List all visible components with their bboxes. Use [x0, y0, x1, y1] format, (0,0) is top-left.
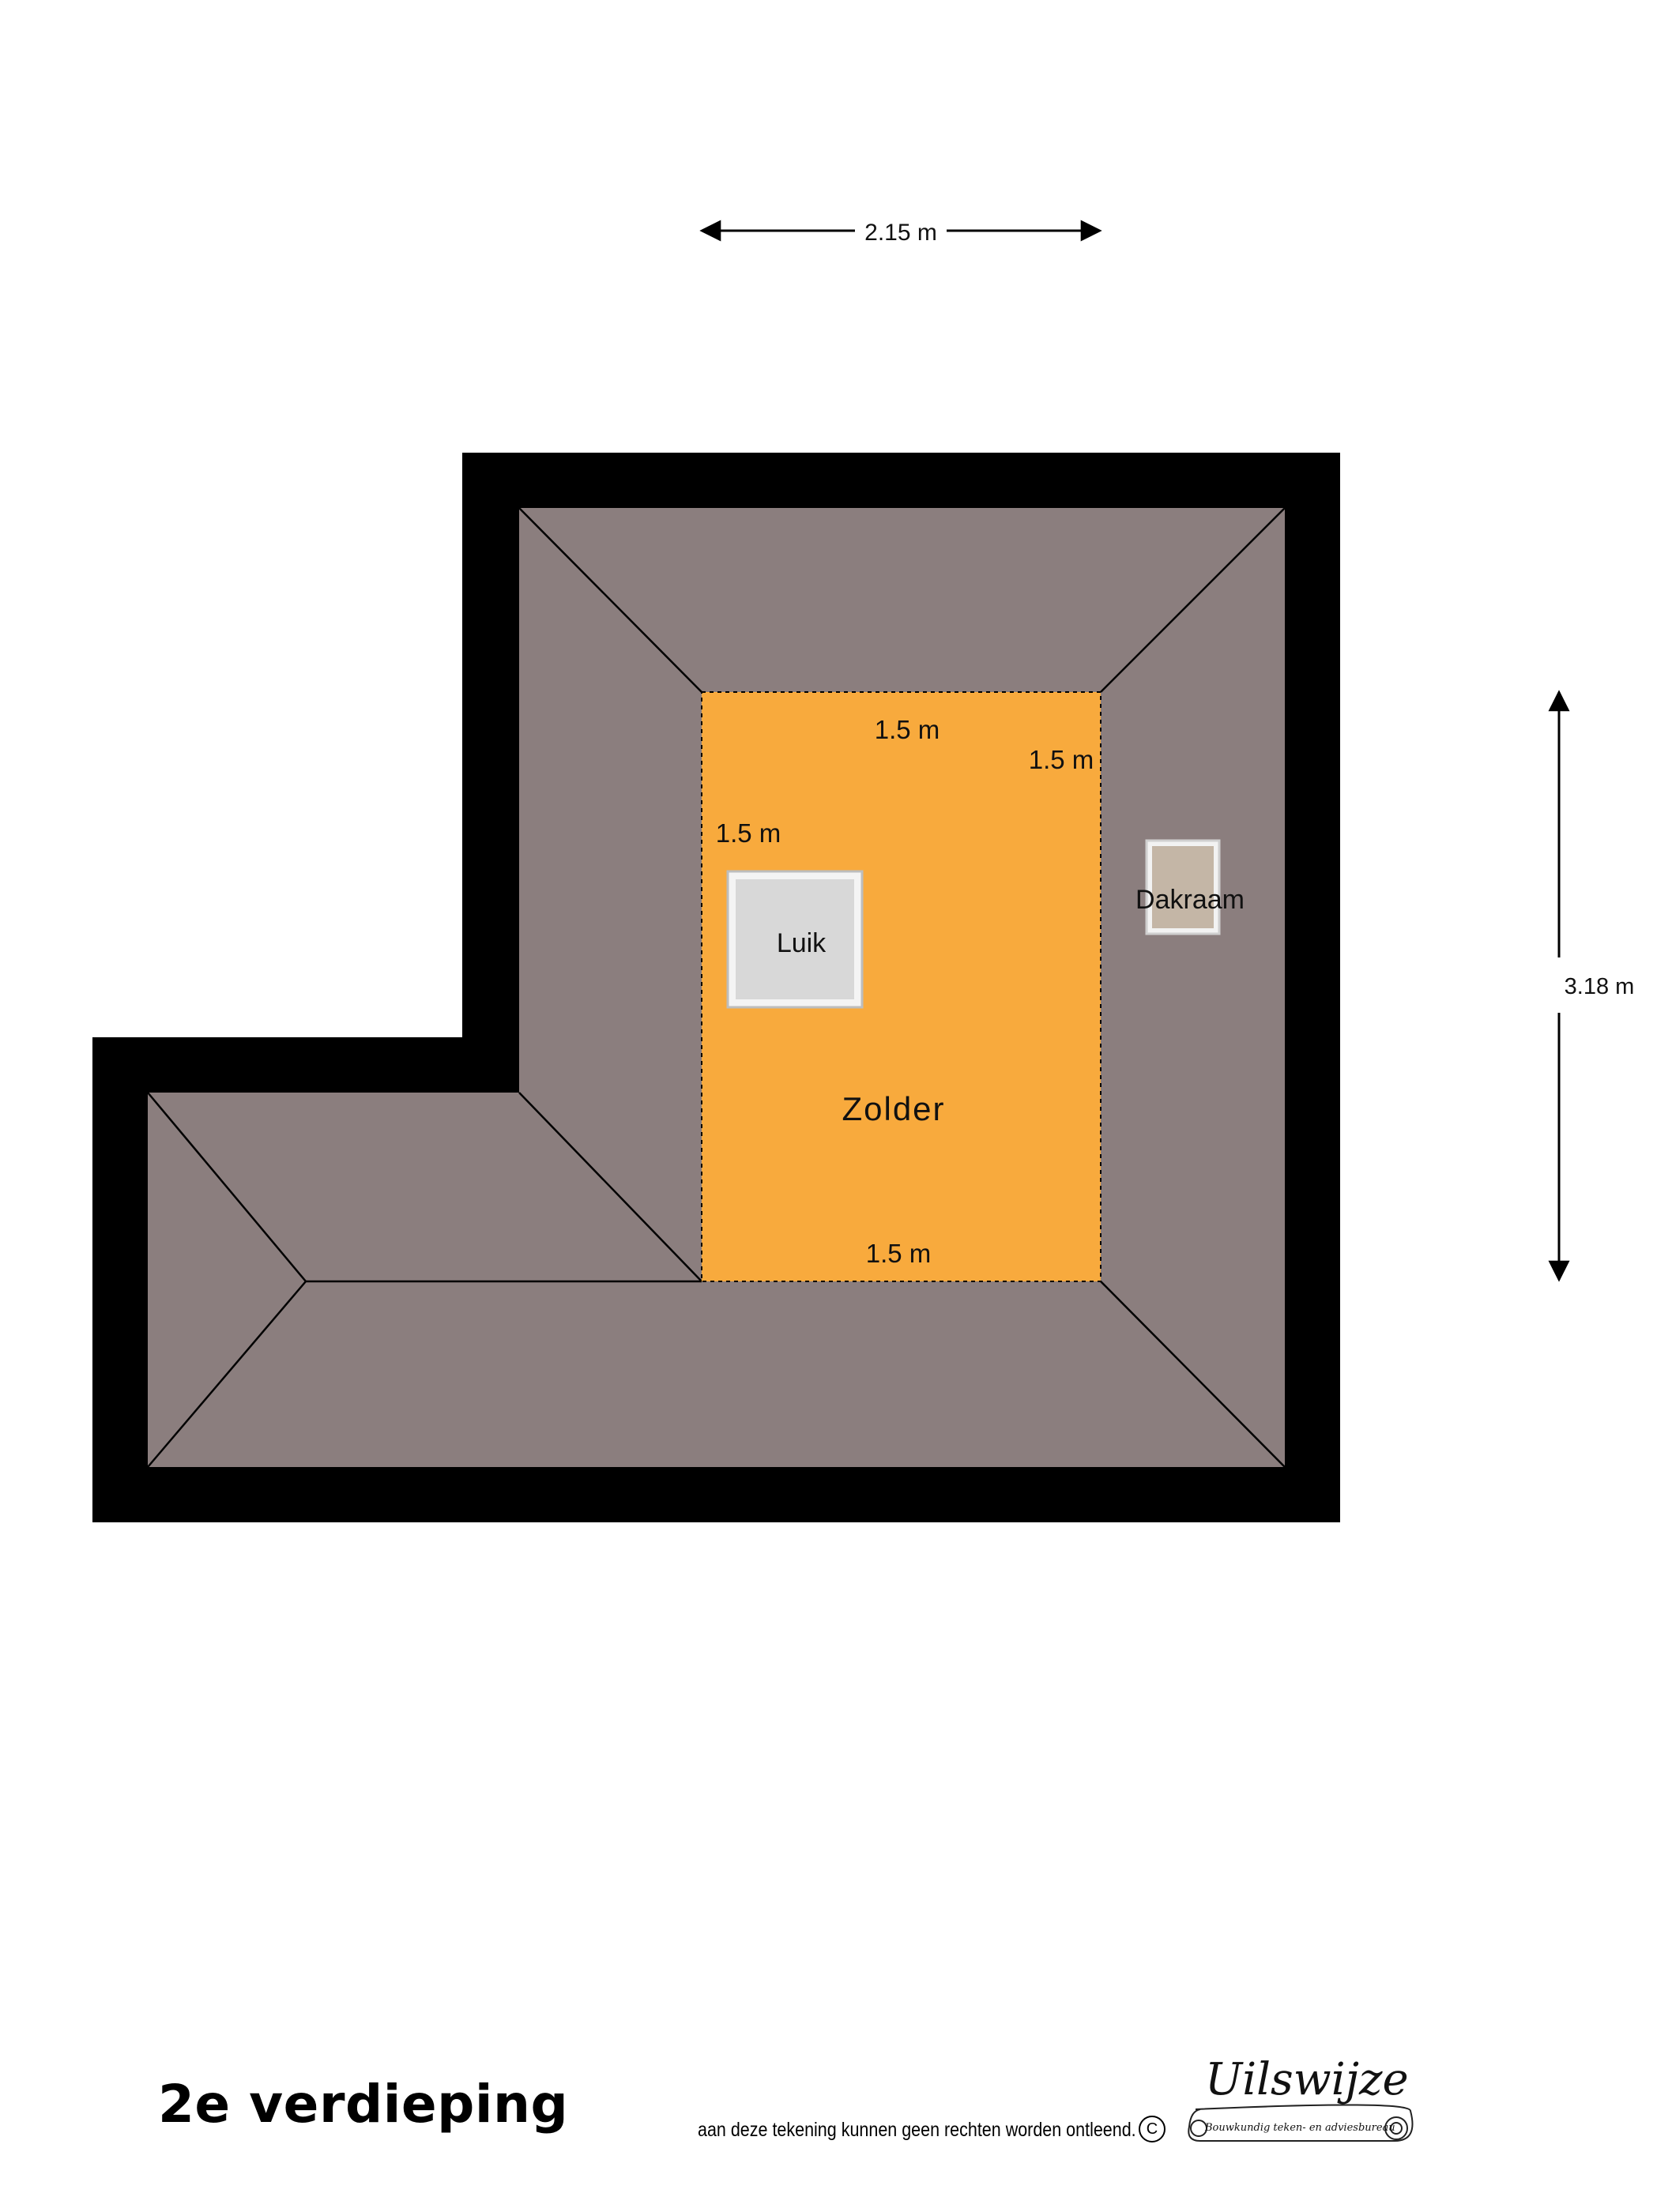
zolder-top-right-dimension: 1.5 m	[1029, 745, 1094, 774]
luik-panel	[736, 879, 854, 999]
top-width-dimension: 2.15 m	[864, 220, 937, 246]
copyright-icon: C	[1139, 2116, 1166, 2142]
dakraam-glass	[1152, 846, 1214, 928]
luik-label: Luik	[777, 928, 827, 958]
disclaimer-text: aan deze tekening kunnen geen rechten wo…	[698, 2119, 1136, 2141]
company-logo: Uilswijze Bouwkundig teken- en adviesbur…	[1181, 2054, 1418, 2149]
roof-hip-lines	[147, 507, 1286, 1468]
logo-scroll-graphic	[1188, 2104, 1414, 2142]
zolder-top-dimension: 1.5 m	[875, 715, 940, 744]
zolder-left-dimension: 1.5 m	[716, 818, 781, 848]
right-height-dimension: 3.18 m	[1565, 974, 1635, 999]
logo-name: Uilswijze	[1205, 2054, 1409, 2105]
zolder-bottom-dimension: 1.5 m	[866, 1239, 932, 1268]
logo-tagline: Bouwkundig teken- en adviesbureau	[1205, 2122, 1395, 2134]
zolder-label: Zolder	[842, 1090, 945, 1127]
dakraam-label: Dakraam	[1135, 885, 1245, 915]
floor-title: 2e verdieping	[158, 2074, 569, 2135]
